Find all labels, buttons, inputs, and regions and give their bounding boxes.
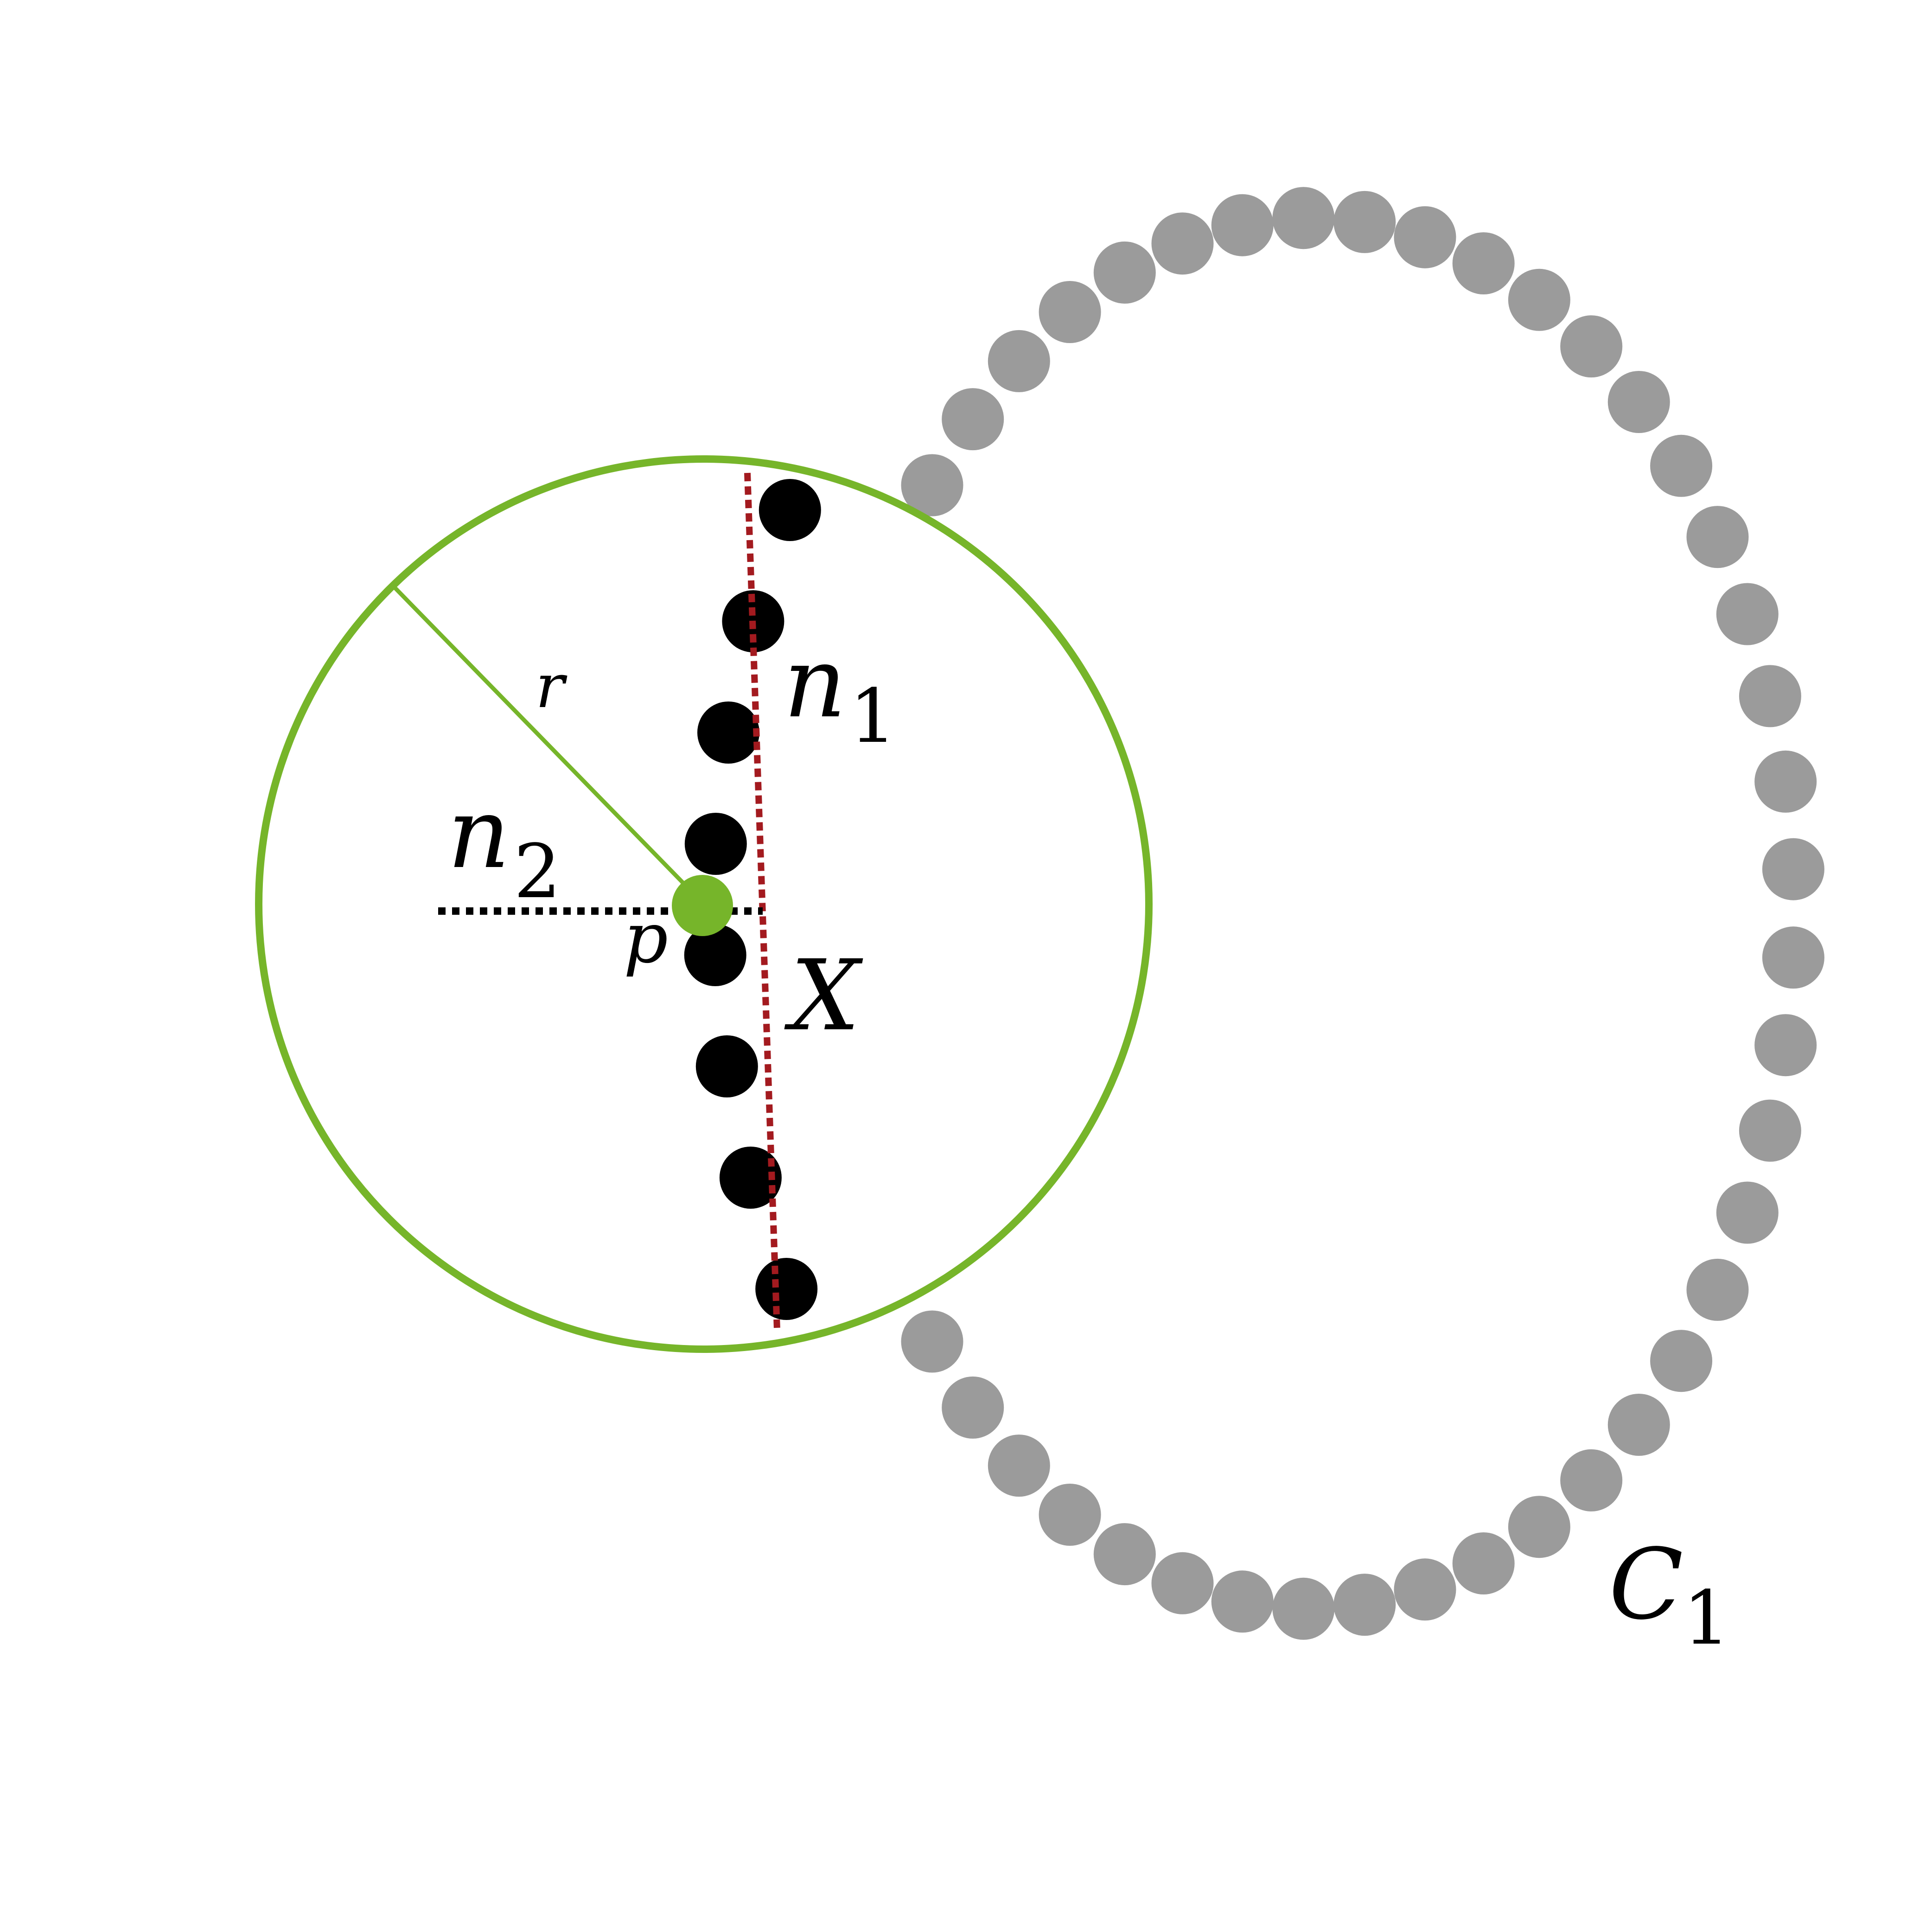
c1-point — [901, 1310, 963, 1373]
c1-point — [942, 1376, 1004, 1439]
c1-point — [1560, 315, 1623, 378]
c1-point — [1333, 1574, 1396, 1636]
x-point — [755, 1258, 818, 1320]
c1-point — [1452, 1532, 1515, 1594]
c1-point — [988, 1435, 1050, 1497]
c1-point — [1151, 1552, 1214, 1614]
c1-point — [1272, 1577, 1335, 1640]
x-point — [697, 701, 759, 764]
c1-point — [1716, 1181, 1779, 1244]
c1-point — [1762, 838, 1824, 900]
c1-point — [1272, 187, 1335, 249]
normal-n1-dotted-line — [744, 472, 780, 1330]
c1-point — [1739, 1099, 1801, 1162]
c1-point — [1508, 1496, 1570, 1558]
c1-point — [1754, 750, 1817, 813]
c1-point — [1394, 1558, 1456, 1621]
query-point-p — [672, 875, 733, 936]
x-point — [684, 813, 747, 875]
c1-point — [1093, 241, 1156, 304]
c1-point — [1452, 232, 1515, 294]
c1-point — [1093, 1523, 1156, 1586]
label-r: r — [536, 651, 567, 721]
c1-point — [1039, 281, 1101, 343]
c1-point — [1716, 583, 1779, 645]
label-p: p — [624, 898, 668, 979]
x-point — [719, 1147, 782, 1209]
radius-line — [393, 586, 706, 906]
c1-point — [1211, 194, 1274, 256]
label-c1: C 1 — [1609, 1528, 1730, 1661]
c1-point — [1560, 1449, 1623, 1511]
label-n2-main: n — [447, 777, 510, 890]
c1-point — [1333, 191, 1396, 253]
c1-point — [1739, 665, 1801, 727]
x-point — [695, 1035, 758, 1097]
c1-point — [1686, 1258, 1749, 1321]
c1-point — [1607, 371, 1670, 433]
c1-point — [1211, 1570, 1274, 1633]
c1-point — [1039, 1484, 1101, 1546]
c1-point — [1650, 1330, 1713, 1392]
x-point-set — [684, 479, 821, 1320]
label-n2-sub: 2 — [514, 828, 561, 915]
label-n1-main: n — [784, 626, 846, 740]
neighborhood-circle — [255, 455, 1153, 1353]
label-c1-main: C — [1609, 1528, 1683, 1641]
label-n1-sub: 1 — [849, 673, 897, 759]
x-point — [684, 924, 746, 986]
label-x: X — [784, 939, 863, 1052]
c1-point — [1508, 268, 1570, 331]
label-n1: n 1 — [784, 626, 897, 759]
c1-point — [1394, 206, 1456, 268]
c1-point — [1151, 212, 1214, 275]
label-c1-sub: 1 — [1683, 1575, 1730, 1661]
c1-point — [1607, 1394, 1670, 1456]
c1-point — [1754, 1014, 1817, 1077]
c1-point — [1686, 506, 1749, 568]
c1-point — [942, 388, 1004, 451]
c1-point — [1650, 434, 1713, 497]
c1-point — [901, 454, 963, 516]
c1-point-ring — [901, 187, 1824, 1640]
c1-point — [988, 330, 1050, 392]
x-point — [759, 479, 821, 541]
label-n2: n 2 — [447, 777, 561, 915]
c1-point — [1762, 926, 1824, 989]
